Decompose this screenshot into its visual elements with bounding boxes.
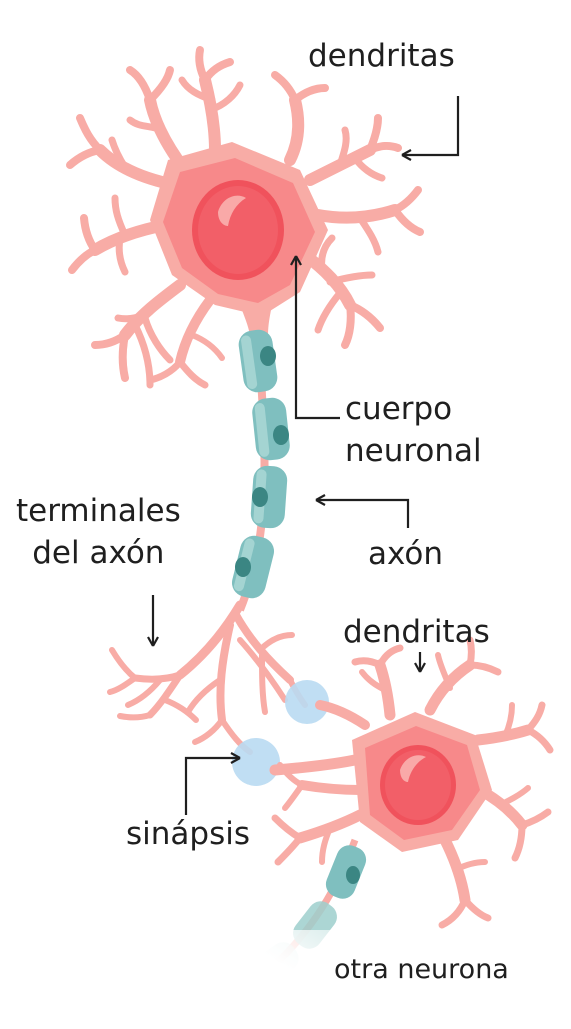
axon (231, 329, 290, 612)
myelin-sheath (250, 465, 288, 529)
arrow-cell-body (294, 256, 340, 420)
arrow-axon (316, 498, 410, 528)
top-cell-body (150, 142, 328, 335)
synapse-bubble (285, 680, 329, 724)
myelin-sheath (252, 397, 290, 461)
label-cell-body: cuerpo neuronal (345, 391, 482, 469)
arrow-synapse (184, 756, 240, 815)
pointer-arrows (147, 96, 460, 815)
bottom-axon (225, 838, 367, 1010)
label-dendrites-bottom: dendritas (343, 614, 490, 650)
synapse-bubble (232, 738, 280, 786)
myelin-sheath (231, 535, 275, 599)
label-other-neuron: otra neurona (334, 954, 509, 985)
axon-terminals (107, 600, 308, 755)
label-dendrites-top: dendritas (308, 38, 455, 74)
arrow-dendrites-top (402, 96, 460, 157)
label-synapse: sinápsis (126, 816, 250, 852)
label-axon: axón (368, 536, 444, 572)
bottom-cell-body (352, 712, 492, 852)
top-dendrites (66, 46, 424, 389)
myelin-sheath (238, 329, 278, 393)
label-axon-terminals: terminales del axón (16, 493, 181, 571)
